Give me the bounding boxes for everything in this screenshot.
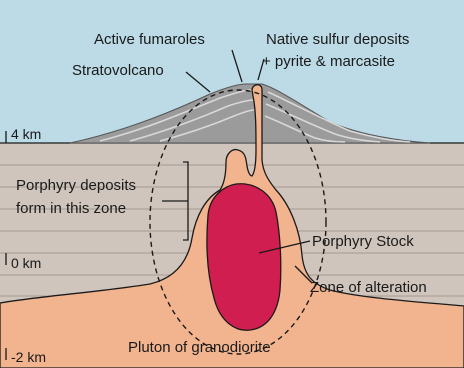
- label-porphyry-deposits-line1: Porphyry deposits: [16, 177, 136, 194]
- label-stratovolcano: Stratovolcano: [72, 62, 164, 79]
- label-zone-of-alteration: Zone of alteration: [310, 279, 427, 296]
- label-native-sulfur-line1: Native sulfur deposits: [266, 31, 409, 48]
- label-pluton-granodiorite: Pluton of granodiorite: [128, 339, 271, 356]
- label-porphyry-stock: Porphyry Stock: [312, 233, 414, 250]
- label-native-sulfur-line2: + pyrite & marcasite: [262, 53, 395, 70]
- label-active-fumaroles: Active fumaroles: [94, 31, 205, 48]
- depth-tick-4km: 4 km: [11, 126, 41, 142]
- depth-tick-minus2km: -2 km: [11, 349, 46, 365]
- depth-tick-0km: 0 km: [11, 255, 41, 271]
- porphyry-stock: [207, 184, 281, 330]
- label-porphyry-deposits-line2: form in this zone: [16, 200, 126, 217]
